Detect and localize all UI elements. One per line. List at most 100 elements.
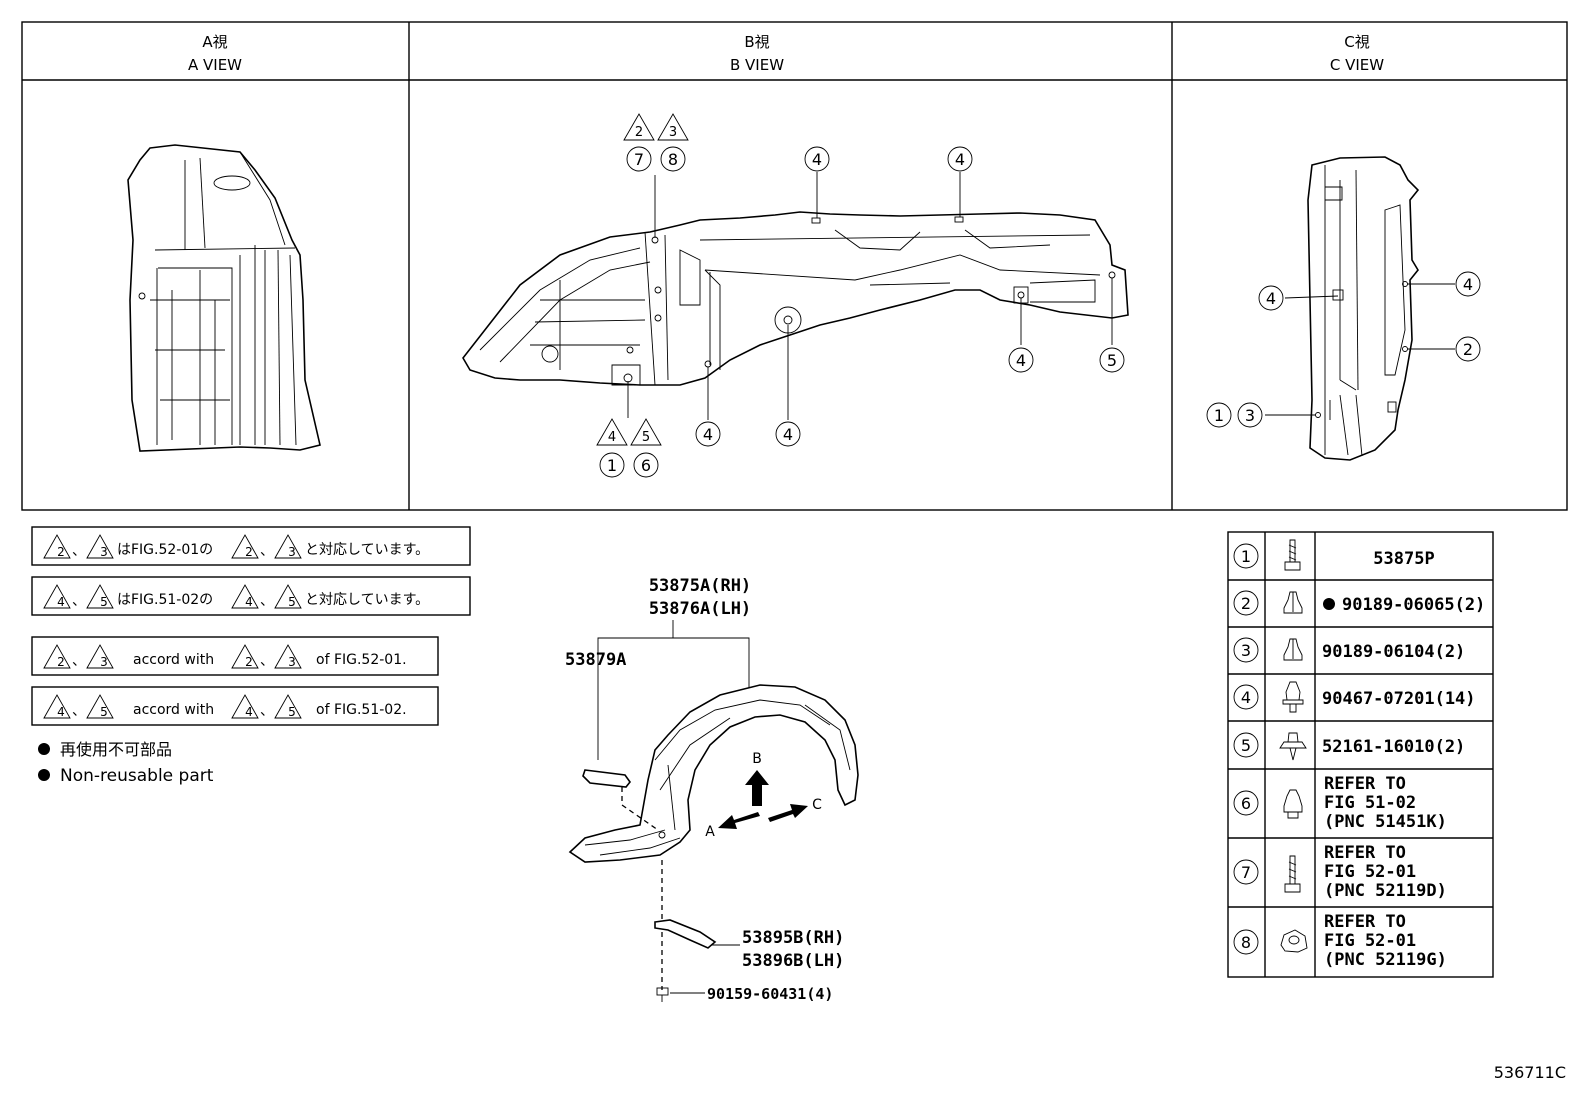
bullet-icon — [38, 769, 50, 781]
view-b-title-en: B VIEW — [730, 56, 784, 74]
svg-text:4: 4 — [57, 705, 65, 719]
svg-text:3: 3 — [1245, 406, 1255, 425]
arrow-c-label: C — [812, 797, 822, 813]
svg-text:5: 5 — [100, 595, 108, 609]
arrow-a-label: A — [705, 824, 715, 840]
svg-text:8: 8 — [668, 150, 678, 169]
callout-tri-5: 5 — [630, 418, 662, 446]
svg-text:4: 4 — [955, 150, 965, 169]
svg-text:accord with: accord with — [133, 652, 214, 668]
legend-nonreusable: 再使用不可部品 Non-reusable part — [38, 740, 214, 786]
svg-text:4: 4 — [1241, 688, 1251, 707]
table-row-4-number: 4 — [1233, 684, 1259, 710]
svg-text:2: 2 — [57, 655, 65, 669]
callout-circle-1-b: 1 — [599, 452, 625, 478]
svg-text:、: 、 — [260, 653, 274, 669]
svg-text:7: 7 — [634, 150, 644, 169]
svg-text:8: 8 — [1241, 933, 1251, 952]
svg-text:3: 3 — [100, 545, 108, 559]
clip-icon — [1283, 638, 1303, 661]
svg-text:4: 4 — [783, 425, 793, 444]
callout-circle-6: 6 — [633, 452, 659, 478]
callout-circle-4-bottom-c: 4 — [1008, 347, 1034, 373]
svg-text:5: 5 — [1241, 736, 1251, 755]
table-row-8-number: 8 — [1233, 929, 1259, 955]
note-en-fig52: 2 、 3 accord with 2 、 3 of FIG.52-01. — [31, 636, 439, 676]
callout-circle-5: 5 — [1099, 347, 1125, 373]
c-callout-circle-3: 3 — [1237, 402, 1263, 428]
seal-strip-drawing — [582, 769, 632, 788]
svg-text:4: 4 — [57, 595, 65, 609]
c-view-leaders — [1265, 283, 1455, 416]
table-row-5-part: 52161-16010(2) — [1322, 737, 1465, 757]
view-c-title-en: C VIEW — [1330, 56, 1384, 74]
screw-icon — [1284, 855, 1301, 893]
svg-text:、: 、 — [260, 703, 274, 719]
label-bracket-rh: 53895B(RH) — [742, 928, 844, 948]
view-a-title-en: A VIEW — [188, 56, 242, 74]
svg-text:、: 、 — [72, 543, 86, 559]
svg-text:5: 5 — [288, 595, 296, 609]
svg-text:4: 4 — [812, 150, 822, 169]
svg-text:4: 4 — [1463, 275, 1473, 294]
direction-arrow-b — [745, 770, 769, 806]
push-clip-icon — [1279, 732, 1307, 761]
svg-text:4: 4 — [608, 430, 616, 445]
svg-text:4: 4 — [245, 705, 253, 719]
table-row-7-number: 7 — [1233, 859, 1259, 885]
push-clip-icon — [1282, 681, 1304, 713]
svg-text:と対応しています。: と対応しています。 — [305, 592, 429, 608]
direction-arrow-a — [718, 812, 760, 829]
callout-circle-4-bottom-a: 4 — [695, 421, 721, 447]
svg-text:1: 1 — [1241, 547, 1251, 566]
center-leaders — [597, 620, 750, 760]
table-row-4-part: 90467-07201(14) — [1322, 689, 1476, 709]
svg-text:2: 2 — [1463, 340, 1473, 359]
table-row-1-part: 53875P — [1373, 549, 1434, 569]
label-bracket-lh: 53896B(LH) — [742, 951, 844, 971]
fender-liner-drawing — [568, 684, 859, 863]
svg-text:4: 4 — [703, 425, 713, 444]
svg-text:、: 、 — [260, 593, 274, 609]
table-row-2-number: 2 — [1233, 590, 1259, 616]
clip-icon — [1283, 789, 1303, 819]
table-row-7-line3: (PNC 52119D) — [1324, 881, 1447, 901]
svg-text:6: 6 — [1241, 794, 1251, 813]
table-row-7-line2: FIG 52-01 — [1324, 862, 1416, 882]
table-row-8-line1: REFER TO — [1324, 912, 1406, 932]
note-en-fig51: 4 、 5 accord with 4 、 5 of FIG.51-02. — [31, 686, 439, 726]
c-callout-circle-4-left: 4 — [1258, 285, 1284, 311]
b-view-liner-drawing — [462, 211, 1129, 386]
table-row-2-part: 90189-06065(2) — [1342, 595, 1485, 615]
callout-circle-7: 7 — [626, 146, 652, 172]
callout-tri-3: 3 — [657, 113, 689, 141]
svg-text:5: 5 — [642, 430, 650, 445]
c-view-liner-drawing — [1307, 156, 1420, 461]
table-row-1-number: 1 — [1233, 543, 1259, 569]
c-callout-circle-2: 2 — [1455, 336, 1481, 362]
clip-icon — [1283, 591, 1303, 614]
screw-icon — [1284, 539, 1301, 571]
label-bolt: 90159-60431(4) — [707, 985, 833, 1003]
legend-jp: 再使用不可部品 — [60, 740, 172, 759]
svg-text:はFIG.51-02の: はFIG.51-02の — [117, 592, 213, 608]
svg-text:2: 2 — [635, 125, 643, 140]
svg-text:4: 4 — [1266, 289, 1276, 308]
svg-text:1: 1 — [1214, 406, 1224, 425]
view-c-title-jp: C視 — [1344, 33, 1369, 51]
callout-circle-4-top-b: 4 — [947, 146, 973, 172]
bullet-icon — [38, 743, 50, 755]
callout-circle-8: 8 — [660, 146, 686, 172]
svg-text:はFIG.52-01の: はFIG.52-01の — [117, 542, 213, 558]
svg-text:1: 1 — [607, 456, 617, 475]
note-jp-fig51: 4 、 5 はFIG.51-02の 4 、 5 と対応しています。 — [31, 576, 471, 616]
table-row-5-number: 5 — [1233, 732, 1259, 758]
note-jp-fig52: 2 、 3 はFIG.52-01の 2 、 3 と対応しています。 — [31, 526, 471, 566]
svg-text:5: 5 — [100, 705, 108, 719]
svg-text:2: 2 — [245, 655, 253, 669]
svg-text:3: 3 — [288, 545, 296, 559]
svg-text:2: 2 — [1241, 594, 1251, 613]
svg-text:、: 、 — [72, 593, 86, 609]
svg-text:、: 、 — [72, 653, 86, 669]
